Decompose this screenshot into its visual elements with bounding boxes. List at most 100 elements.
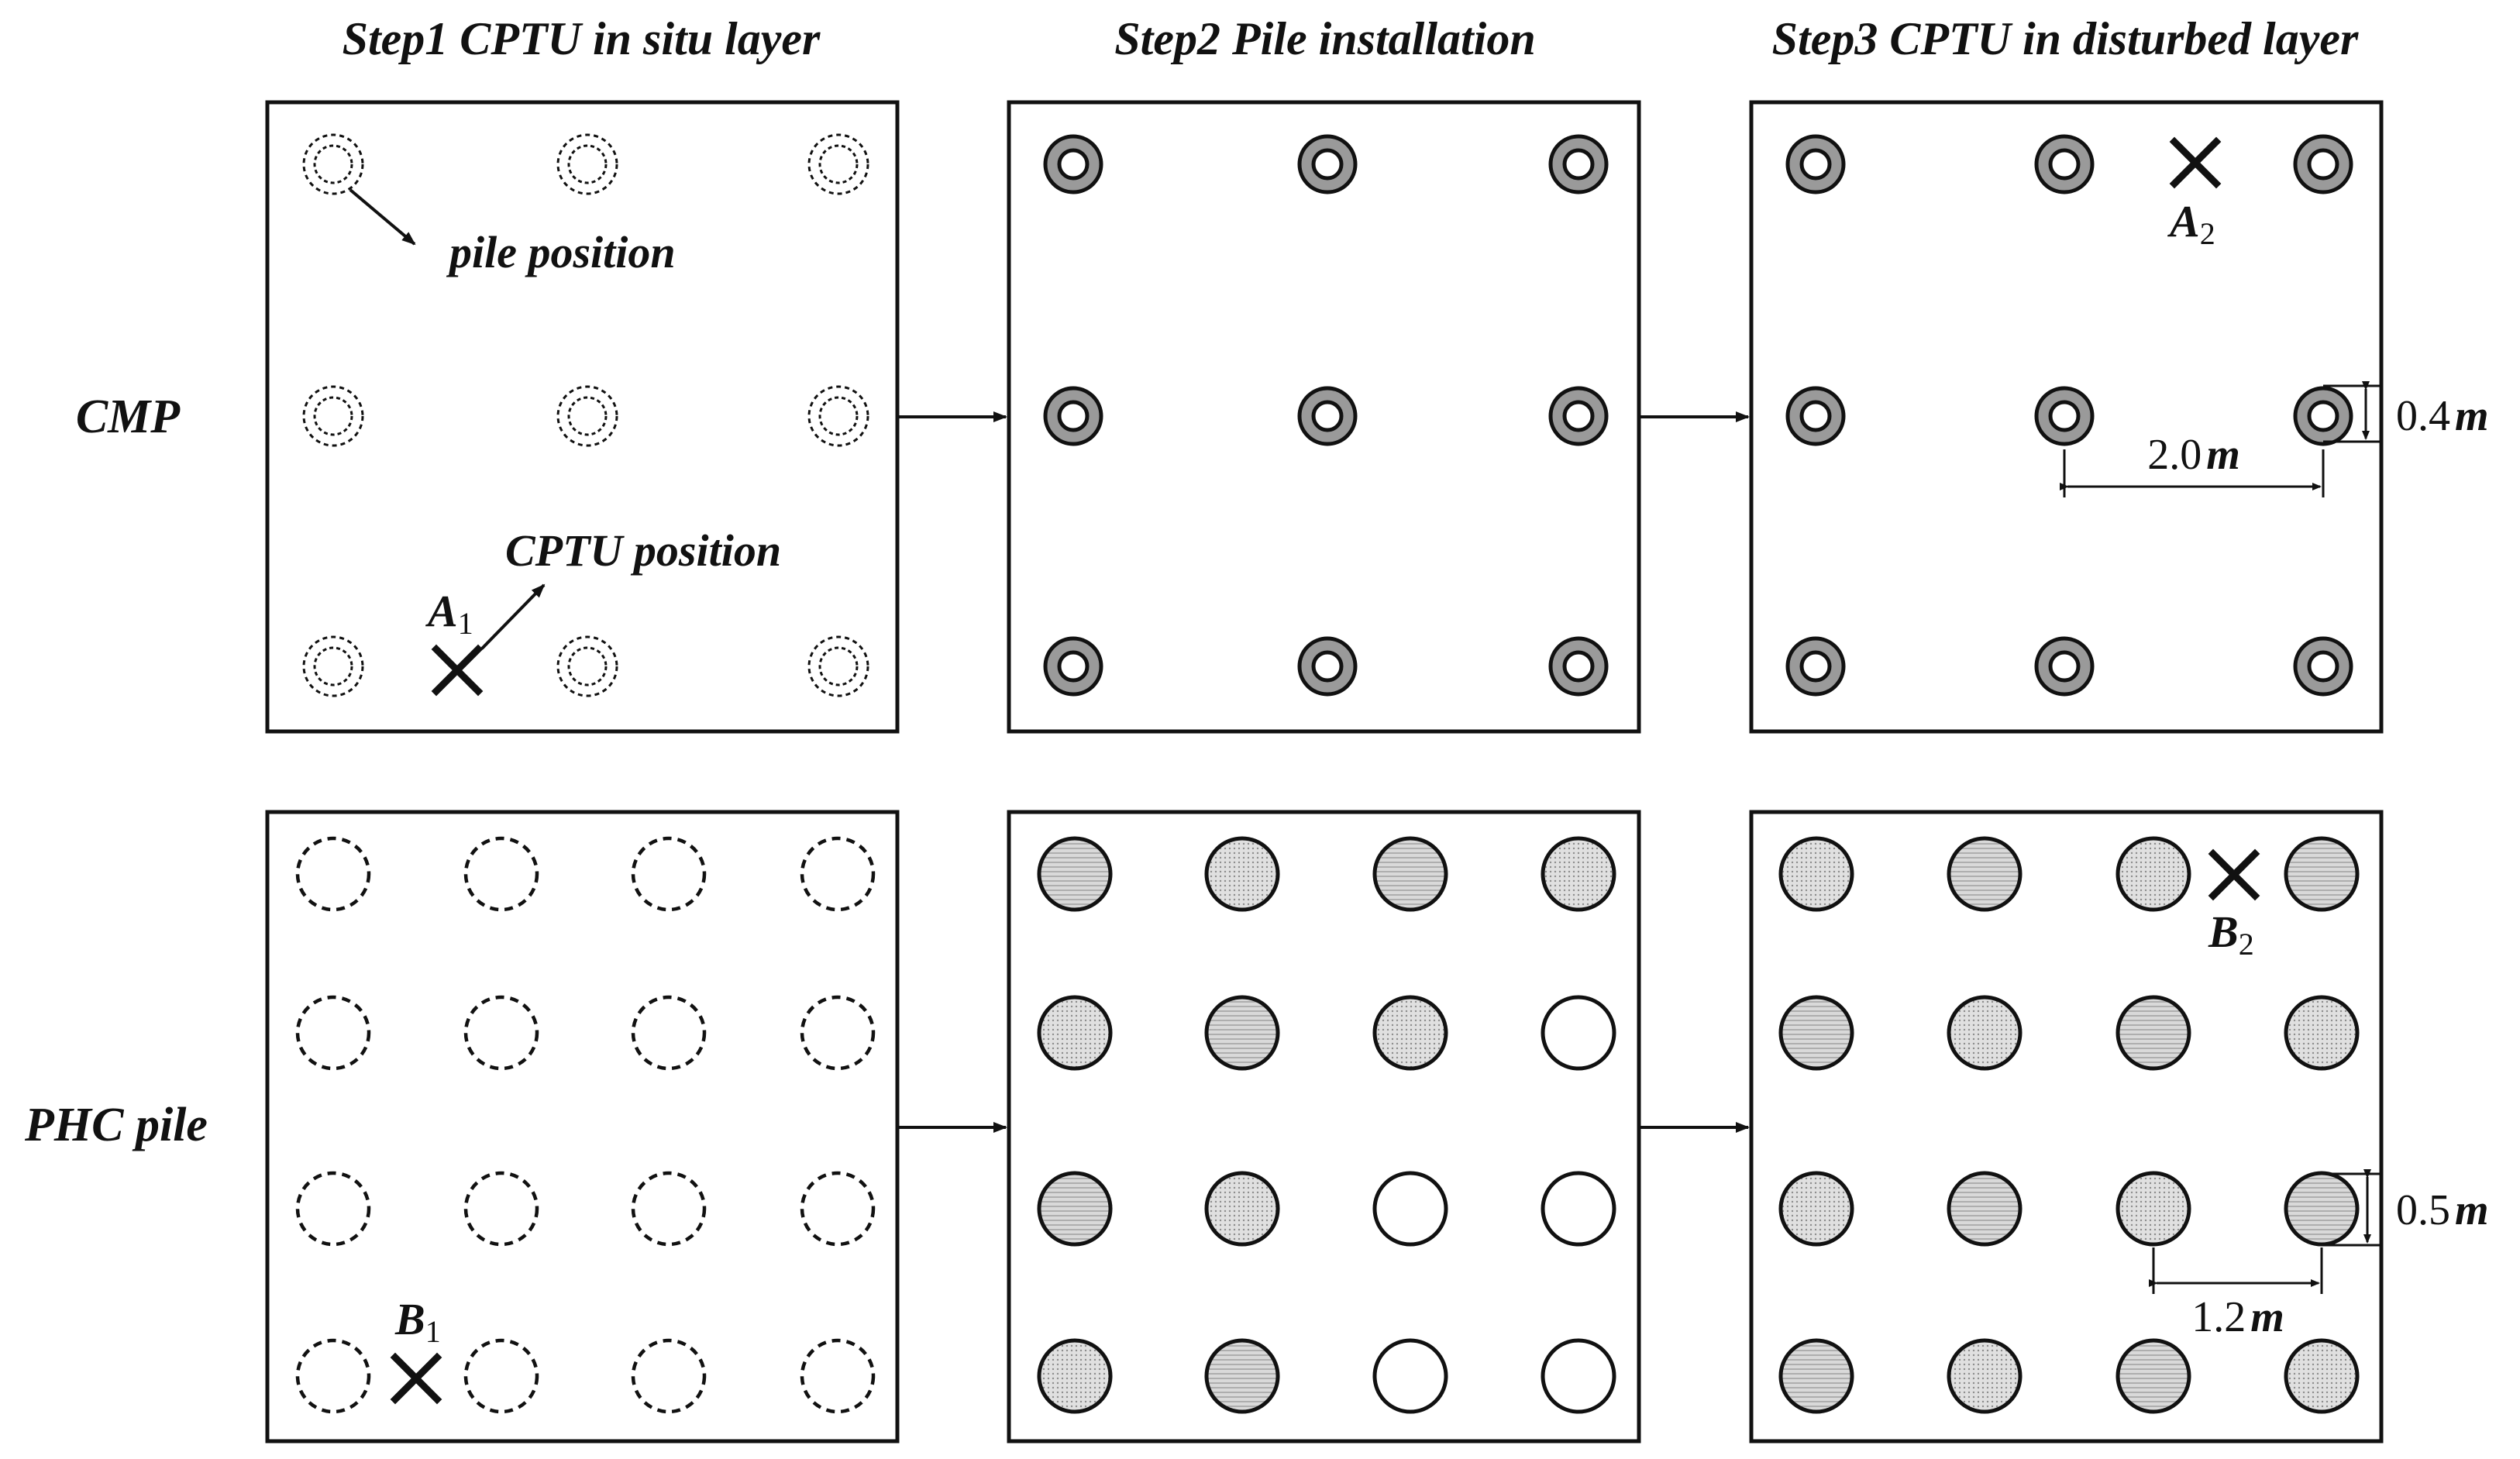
phc-pile (1947, 836, 2023, 912)
pile-outline-dashed (800, 1338, 876, 1414)
phc-pile-empty (1541, 1171, 1616, 1247)
marker-label-a1: A1 (425, 586, 473, 641)
pile-outline-dashed (800, 836, 876, 912)
phc-pile (2284, 1171, 2360, 1247)
pile-outline-dashed (302, 385, 364, 447)
cmp-pile-core (2048, 148, 2081, 181)
marker-label-b2: B2 (2208, 907, 2254, 962)
panel-phc-step1 (265, 810, 900, 1444)
cmp-step2-piles (1043, 134, 1609, 697)
cmp-pile-core (2307, 148, 2339, 181)
phc-pile (1778, 836, 1854, 912)
pile-core-dashed (818, 646, 859, 686)
cross-icon (431, 644, 484, 697)
phc-pile (1541, 836, 1616, 912)
phc-pile (1947, 995, 2023, 1071)
cross-icon (2169, 136, 2222, 189)
phc-step2-piles (1037, 836, 1616, 1414)
cmp-pile-core (2307, 400, 2339, 432)
phc-pile (2115, 995, 2191, 1071)
cmp-pile-core (1562, 148, 1595, 181)
phc-pile (2115, 1171, 2191, 1247)
column-header-step1: Step1 CPTU in situ layer (343, 13, 821, 64)
cmp-pile-core (1562, 650, 1595, 683)
phc-step1-pile-positions (295, 836, 876, 1414)
phc-pile (1778, 995, 1854, 1071)
pile-outline-dashed (463, 1171, 539, 1247)
phc-pile-empty (1372, 1338, 1448, 1414)
pile-outline-dashed (302, 133, 364, 195)
cmp-pile-core (1057, 400, 1090, 432)
cptu-marker-a2: A2 (2167, 136, 2222, 251)
pile-outline-dashed (295, 836, 371, 912)
phc-pile (1947, 1338, 2023, 1414)
pile-outline-dashed (556, 385, 618, 447)
pile-core-dashed (567, 144, 608, 184)
phc-pile (1204, 995, 1280, 1071)
pile-outline-dashed (302, 635, 364, 697)
pile-outline-dashed (807, 635, 869, 697)
phc-pile (1037, 1171, 1113, 1247)
cmp-pile-core (1311, 148, 1344, 181)
pile-outline-dashed (556, 133, 618, 195)
row-label-phc: PHC pile (24, 1099, 208, 1151)
panel-phc-step2 (1007, 810, 1641, 1444)
pile-core-dashed (313, 646, 353, 686)
cmp-pile-core (2048, 650, 2081, 683)
row-label-cmp: CMP (76, 391, 181, 443)
phc-pile (1372, 836, 1448, 912)
pile-core-dashed (313, 144, 353, 184)
phc-pile-empty (1541, 995, 1616, 1071)
pile-core-dashed (818, 144, 859, 184)
pile-position-label: pile position (446, 227, 676, 277)
cptu-position-label: CPTU position (505, 525, 781, 576)
cmp-pile-core (1057, 650, 1090, 683)
phc-pile (1204, 1338, 1280, 1414)
phc-pile (1778, 1338, 1854, 1414)
cmp-pile-core (1799, 650, 1832, 683)
pile-outline-dashed (800, 1171, 876, 1247)
phc-pile (1778, 1171, 1854, 1247)
pile-outline-dashed (295, 1171, 371, 1247)
phc-pile (2284, 836, 2360, 912)
phc-pile (1947, 1171, 2023, 1247)
cptu-marker-b2: B2 (2208, 848, 2260, 962)
pile-outline-dashed (807, 133, 869, 195)
pile-core-dashed (567, 646, 608, 686)
pile-outline-dashed (556, 635, 618, 697)
column-header-step3: Step3 CPTU in disturbed layer (1772, 13, 2359, 64)
phc-pile (2284, 995, 2360, 1071)
cross-icon (2208, 848, 2260, 901)
pile-outline-dashed (800, 995, 876, 1071)
pile-outline-dashed (631, 995, 707, 1071)
phc-pile (1037, 1338, 1113, 1414)
pile-outline-dashed (631, 1338, 707, 1414)
phc-pile (2284, 1338, 2360, 1414)
pile-outline-dashed (631, 1171, 707, 1247)
cmp-pile-core (2307, 650, 2339, 683)
marker-label-b1: B1 (394, 1294, 441, 1349)
cmp-pile-core (1311, 650, 1344, 683)
pile-outline-dashed (463, 1338, 539, 1414)
phc-pile (1204, 836, 1280, 912)
pile-core-dashed (567, 396, 608, 436)
phc-pile (1037, 995, 1113, 1071)
cross-icon (390, 1352, 442, 1405)
phc-pile (1204, 1171, 1280, 1247)
marker-label-a2: A2 (2167, 196, 2215, 251)
phc-pile (1372, 995, 1448, 1071)
cmp-pile-core (1057, 148, 1090, 181)
cptu-position-arrow (480, 583, 546, 650)
pile-outline-dashed (463, 836, 539, 912)
pile-outline-dashed (631, 836, 707, 912)
cptu-marker-a1: A1 (425, 586, 484, 697)
cmp-step1-pile-positions (302, 133, 869, 697)
cmp-step3-piles (1785, 134, 2353, 697)
cmp-pile-core (1799, 400, 1832, 432)
